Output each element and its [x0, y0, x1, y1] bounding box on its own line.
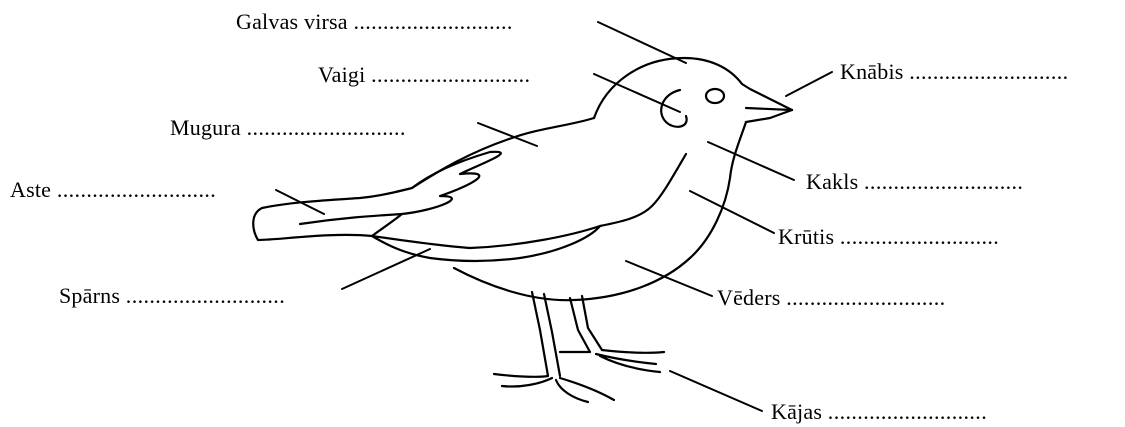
label-legs: Kājas ...........................: [771, 400, 987, 424]
bird-foot-front: [492, 372, 616, 404]
label-breast-word: Krūtis: [778, 224, 835, 249]
leader-back: [477, 122, 538, 147]
bird-tail: [252, 186, 414, 242]
bird-breast-line: [598, 152, 688, 228]
bird-leg-front: [530, 290, 550, 378]
label-back-word: Mugura: [170, 115, 241, 140]
leader-breast: [689, 190, 775, 234]
bird-back: [410, 116, 596, 190]
label-belly-word: Vēders: [717, 285, 781, 310]
bird-wing: [370, 150, 602, 263]
leader-lines: [275, 21, 833, 412]
label-back: Mugura ...........................: [170, 116, 406, 140]
label-legs-word: Kājas: [771, 399, 823, 424]
label-wing: Spārns ...........................: [59, 284, 285, 308]
bird-outline: [252, 56, 794, 404]
bird-cheek: [660, 88, 688, 128]
label-neck-word: Kakls: [806, 169, 859, 194]
leader-cheeks: [593, 73, 681, 113]
bird-leg-front-2: [542, 292, 562, 378]
label-legs-dots: ...........................: [827, 399, 988, 424]
leader-belly: [625, 260, 713, 297]
leader-neck: [707, 141, 795, 181]
label-beak-dots: ...........................: [909, 59, 1069, 84]
label-belly: Vēders ...........................: [717, 286, 946, 310]
label-crown-word: Galvas virsa: [236, 9, 348, 34]
bird-front: [452, 120, 748, 302]
bird-eye: [704, 87, 726, 105]
label-crown: Galvas virsa ...........................: [236, 10, 513, 34]
label-tail: Aste ...........................: [10, 178, 216, 202]
label-cheeks: Vaigi ...........................: [318, 63, 530, 87]
leader-crown: [597, 21, 687, 64]
label-breast: Krūtis ...........................: [778, 225, 999, 249]
label-wing-dots: ...........................: [125, 283, 286, 308]
label-breast-dots: ...........................: [839, 224, 1000, 249]
bird-beak-line: [744, 106, 794, 112]
bird-tail-line: [298, 212, 404, 226]
label-tail-dots: ...........................: [56, 177, 217, 202]
bird-beak-lower: [744, 108, 794, 124]
label-crown-dots: ...........................: [353, 9, 513, 34]
bird-head: [592, 56, 794, 120]
bird-leg-back-2: [580, 294, 604, 352]
bird-leg-back: [568, 296, 592, 354]
leader-legs: [669, 370, 763, 412]
label-belly-dots: ...........................: [786, 285, 946, 310]
label-wing-word: Spārns: [59, 283, 121, 308]
label-back-dots: ...........................: [246, 115, 406, 140]
label-neck-dots: ...........................: [864, 169, 1024, 194]
label-cheeks-word: Vaigi: [318, 62, 366, 87]
label-beak-word: Knābis: [840, 59, 904, 84]
label-cheeks-dots: ...........................: [371, 62, 531, 87]
label-neck: Kakls ...........................: [806, 170, 1023, 194]
leader-beak: [785, 71, 833, 97]
label-tail-word: Aste: [10, 177, 52, 202]
label-beak: Knābis ...........................: [840, 60, 1069, 84]
bird-foot-back: [558, 348, 666, 374]
